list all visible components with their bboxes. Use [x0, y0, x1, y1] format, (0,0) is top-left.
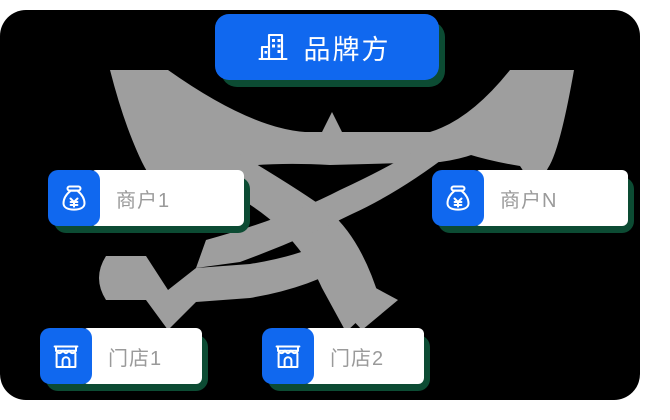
- money-bag-icon: [48, 170, 100, 226]
- node-store-1[interactable]: 门店1: [40, 328, 208, 391]
- node-merchant-n-label: 商户N: [500, 189, 558, 212]
- node-label-panel: 门店2: [304, 328, 424, 384]
- storefront-icon: [262, 328, 314, 384]
- building-icon: [256, 30, 290, 64]
- node-brand-label: 品牌方: [303, 34, 391, 65]
- node-store-1-label: 门店1: [108, 347, 163, 370]
- node-merchant-1[interactable]: 商户1: [48, 170, 250, 233]
- money-bag-icon: [432, 170, 484, 226]
- storefront-icon: [40, 328, 92, 384]
- node-store-2[interactable]: 门店2: [262, 328, 430, 391]
- node-store-2-label: 门店2: [330, 347, 385, 370]
- node-label-panel: 商户1: [90, 170, 244, 226]
- node-brand[interactable]: 品牌方: [215, 14, 445, 87]
- node-label-panel: 门店1: [82, 328, 202, 384]
- node-label-panel: 商户N: [474, 170, 628, 226]
- node-merchant-n[interactable]: 商户N: [432, 170, 634, 233]
- node-merchant-1-label: 商户1: [116, 189, 171, 212]
